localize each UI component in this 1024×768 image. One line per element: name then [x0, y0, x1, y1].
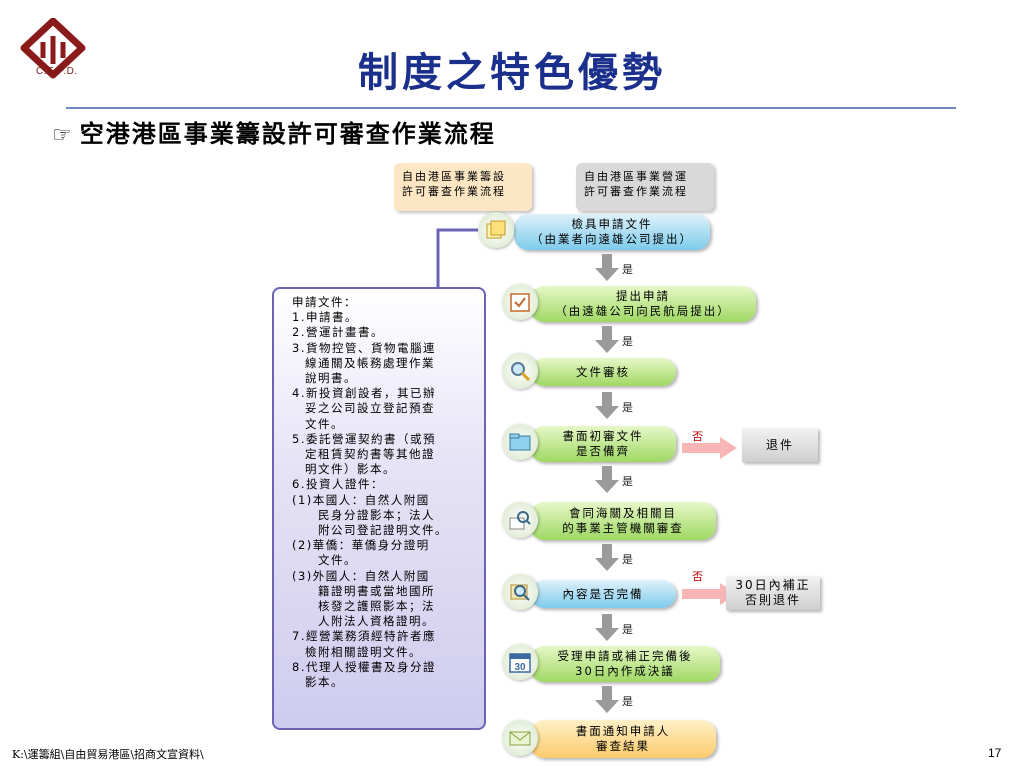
- file-path: K:\運籌組\自由貿易港區\招商文宣資料\: [12, 748, 204, 761]
- legend-operate-line-2: 許可審查作業流程: [584, 185, 688, 198]
- doc-line: 明文件）影本。: [292, 462, 396, 477]
- doc-line: 3.貨物控管、貨物電腦連: [292, 340, 436, 355]
- pointing-hand-icon: ☞: [52, 123, 74, 148]
- doc-line: (1)本國人：自然人附國: [292, 492, 430, 507]
- yes-label: 是: [622, 475, 633, 488]
- step-document-review: 文件審核: [530, 358, 676, 386]
- legend-apply-flow: 自由港區事業籌設 許可審查作業流程: [394, 163, 532, 211]
- doc-line: 定租賃契約書等其他證: [292, 447, 435, 462]
- down-arrow-icon: [595, 544, 619, 571]
- doc-line: 民身分證影本；法人: [292, 507, 435, 522]
- reject-box: 退件: [742, 428, 818, 462]
- doc-line: 7.經營業務須經特許者應: [292, 629, 436, 644]
- step-text: 的事業主管機關審查: [562, 521, 684, 535]
- step-completeness-check: 內容是否完備: [530, 580, 676, 608]
- right-arrow-icon: [682, 437, 737, 459]
- reject-text: 退件: [765, 437, 794, 452]
- magnifier-map-icon: [502, 574, 538, 610]
- doc-line: 核發之護照影本；法: [292, 599, 435, 614]
- calendar-icon: 30: [502, 644, 538, 680]
- step-text: 檢具申請文件: [571, 217, 653, 231]
- title-divider: [66, 107, 956, 109]
- doc-line: 1.申請書。: [292, 310, 358, 325]
- step-preliminary-check: 書面初審文件 是否備齊: [530, 426, 676, 462]
- down-arrow-icon: [595, 466, 619, 493]
- doc-line: 4.新投資創設者，其已辦: [292, 386, 436, 401]
- down-arrow-icon: [595, 392, 619, 419]
- down-arrow-icon: [595, 254, 619, 281]
- step-text: 是否備齊: [576, 444, 630, 458]
- documents-icon: [478, 212, 514, 248]
- doc-line: 影本。: [292, 675, 344, 690]
- step-submit-documents: 檢具申請文件 （由業者向遠雄公司提出）: [514, 214, 710, 250]
- cepd-logo: [20, 18, 86, 79]
- connector-line: [436, 228, 486, 288]
- step-text: 30日內作成決議: [575, 664, 675, 678]
- doc-line: 文件。: [292, 416, 344, 431]
- doc-line: 申請文件：: [292, 295, 357, 309]
- legend-apply-line-1: 自由港區事業籌設: [402, 170, 506, 183]
- supplement-text: 否則退件: [744, 593, 801, 607]
- supplement-text: 30日內補正: [735, 578, 811, 592]
- no-label: 否: [692, 430, 703, 443]
- doc-line: 2.營運計畫書。: [292, 325, 384, 340]
- step-joint-review: 會同海關及相關目 的事業主管機關審查: [530, 502, 716, 540]
- legend-operate-flow: 自由港區事業營運 許可審查作業流程: [576, 163, 714, 211]
- page-title: 制度之特色優勢: [358, 49, 666, 96]
- doc-line: 線通關及帳務處理作業: [292, 355, 435, 370]
- yes-label: 是: [622, 263, 633, 276]
- step-text: 受理申請或補正完備後: [557, 649, 693, 663]
- step-text: 會同海關及相關目: [569, 506, 677, 520]
- step-text: 文件審核: [576, 364, 630, 379]
- step-text: （由業者向遠雄公司提出）: [531, 232, 693, 246]
- logo-text: C.E.P.D.: [36, 66, 78, 77]
- step-text: 書面通知申請人: [575, 724, 671, 738]
- doc-line: 6.投資人證件：: [292, 477, 384, 492]
- doc-line: 附公司登記證明文件。: [292, 523, 448, 538]
- down-arrow-icon: [595, 614, 619, 641]
- doc-line: 說明書。: [292, 371, 357, 386]
- doc-line: 檢附相關證明文件。: [292, 644, 422, 659]
- yes-label: 是: [622, 401, 633, 414]
- doc-line: (2)華僑：華僑身分證明: [292, 538, 430, 553]
- doc-line: (3)外國人：自然人附國: [292, 568, 430, 583]
- envelope-icon: [502, 720, 538, 756]
- supplement-box: 30日內補正 否則退件: [726, 576, 820, 610]
- yes-label: 是: [622, 695, 633, 708]
- down-arrow-icon: [595, 686, 619, 713]
- page-number: 17: [988, 746, 1002, 760]
- application-documents-box: 申請文件： 1.申請書。 2.營運計畫書。 3.貨物控管、貨物電腦連 線通關及帳…: [272, 287, 486, 730]
- subtitle-text: 空港港區事業籌設許可審查作業流程: [79, 119, 496, 148]
- down-arrow-icon: [595, 326, 619, 353]
- magnifier-icon: [502, 353, 538, 389]
- folder-icon: [502, 424, 538, 460]
- magnifier-docs-icon: [502, 502, 538, 538]
- doc-line: 8.代理人授權書及身分證: [292, 659, 436, 674]
- doc-line: 5.委託營運契約書（或預: [292, 431, 436, 446]
- doc-line: 人附法人資格證明。: [292, 614, 435, 629]
- step-decision: 受理申請或補正完備後 30日內作成決議: [530, 646, 720, 682]
- subtitle: ☞空港港區事業籌設許可審查作業流程: [52, 114, 496, 149]
- step-text: 提出申請: [616, 289, 670, 303]
- step-file-application: 提出申請 （由遠雄公司向民航局提出）: [530, 286, 756, 322]
- doc-line: 文件。: [292, 553, 357, 568]
- step-text: 審查結果: [596, 739, 650, 753]
- step-text: 內容是否完備: [562, 586, 644, 601]
- step-text: （由遠雄公司向民航局提出）: [555, 304, 731, 318]
- yes-label: 是: [622, 623, 633, 636]
- yes-label: 是: [622, 553, 633, 566]
- step-notify-result: 書面通知申請人 審查結果: [530, 720, 716, 758]
- calendar-number: 30: [514, 662, 526, 673]
- doc-line: 妥之公司設立登記預查: [292, 401, 435, 416]
- no-label: 否: [692, 570, 703, 583]
- legend-operate-line-1: 自由港區事業營運: [584, 170, 688, 183]
- right-arrow-icon: [682, 583, 737, 605]
- doc-line: 籍證明書或當地國所: [292, 583, 435, 598]
- step-text: 書面初審文件: [562, 429, 644, 443]
- legend-apply-line-2: 許可審查作業流程: [402, 185, 506, 198]
- yes-label: 是: [622, 335, 633, 348]
- checklist-icon: [502, 284, 538, 320]
